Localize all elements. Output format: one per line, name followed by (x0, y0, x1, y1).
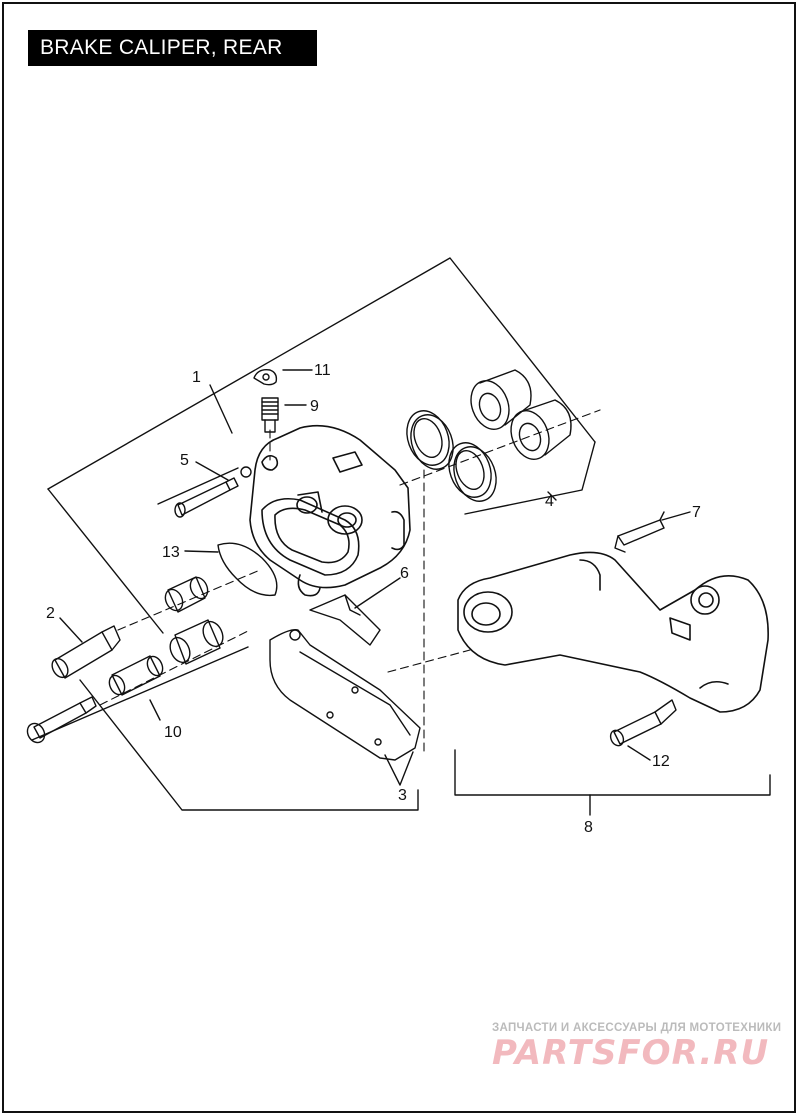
caliper-pin (174, 466, 252, 518)
group-bracket-1b (47, 488, 164, 634)
piston-seal-left (406, 410, 454, 470)
leader-6 (354, 577, 401, 609)
callout-8: 8 (584, 819, 593, 836)
callout-labels: 1 2 3 4 5 6 7 8 9 10 11 12 13 (46, 362, 701, 836)
piston-upper (470, 369, 532, 430)
watermark-tagline: ЗАПЧАСТИ И АКСЕССУАРЫ ДЛЯ МОТОТЕХНИКИ (492, 1022, 782, 1034)
watermark-logo: PARTSFOR.RU (492, 1033, 770, 1073)
page-title: BRAKE CALIPER, REAR (28, 30, 317, 66)
piston-lower (510, 399, 572, 460)
bracket-pin (609, 699, 677, 747)
leader-13 (184, 550, 219, 553)
caliper-bolt (26, 696, 97, 744)
group-bracket-10 (31, 646, 249, 741)
bleeder-valve (261, 397, 279, 433)
callout-11: 11 (314, 362, 331, 379)
leader-2 (59, 617, 83, 643)
leader-7 (661, 511, 691, 521)
callout-12: 12 (652, 753, 670, 770)
callout-5: 5 (180, 452, 189, 469)
centerline-piston (399, 409, 601, 486)
pad-shim (217, 542, 278, 597)
pad-spring (309, 594, 381, 646)
leader-10 (149, 699, 161, 721)
group-bracket-1 (47, 257, 596, 490)
callout-10: 10 (164, 724, 182, 741)
piston-seal-right (448, 442, 497, 502)
brake-pads (269, 629, 421, 761)
centerline-bracket (387, 649, 471, 673)
callout-7: 7 (692, 504, 701, 521)
sleeve-2 (51, 625, 121, 679)
callout-1: 1 (192, 369, 201, 386)
leader-1 (209, 384, 233, 434)
boot-lower (108, 655, 164, 696)
leader-4 (547, 491, 557, 501)
caliper-bracket (457, 551, 769, 713)
callout-3: 3 (398, 787, 407, 804)
centerline-bolt (99, 629, 251, 706)
centerline-pin (117, 569, 261, 631)
group-bracket-4 (464, 441, 596, 515)
group-bracket-3 (79, 679, 419, 811)
callout-4: 4 (545, 493, 554, 510)
callout-9: 9 (310, 398, 319, 415)
callout-13: 13 (162, 544, 180, 561)
bleeder-cap (253, 368, 278, 386)
callout-2: 2 (46, 605, 55, 622)
group-bracket-8 (454, 749, 771, 796)
boot-upper (169, 619, 224, 665)
pin-bushing (164, 576, 209, 613)
leader-3 (384, 751, 414, 786)
pin-clip (614, 511, 665, 553)
caliper-housing (249, 424, 411, 597)
group-bracket-2-5 (157, 467, 239, 505)
leader-5 (195, 461, 229, 481)
callout-6: 6 (400, 565, 409, 582)
leader-12 (627, 745, 651, 761)
